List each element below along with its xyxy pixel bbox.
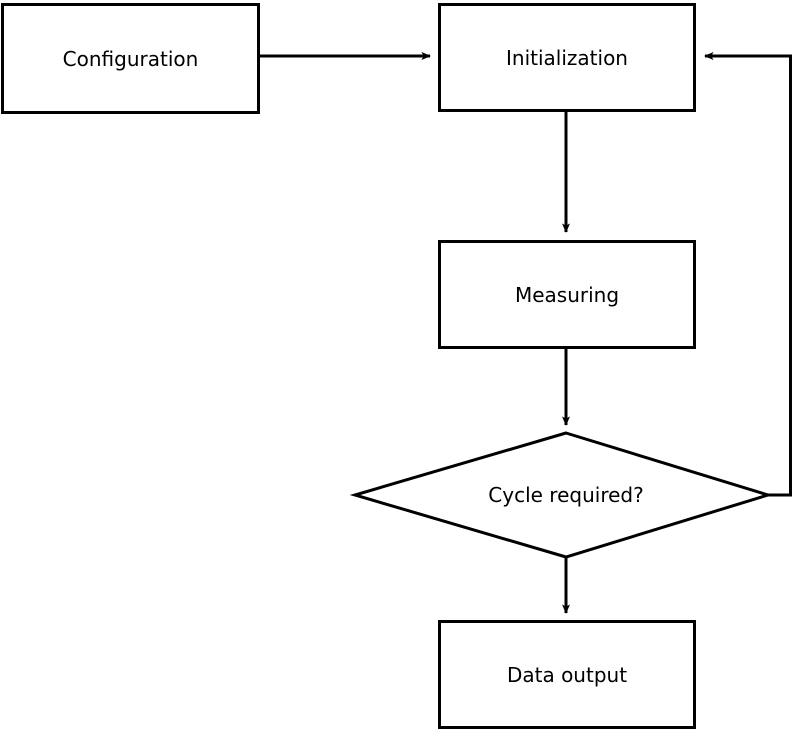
node-data-output-shape[interactable] [438,620,696,729]
edge-decision-init-feedback [704,52,792,497]
node-initialization-shape[interactable] [438,3,696,112]
node-measuring-shape[interactable] [438,240,696,349]
node-decision-shape[interactable] [349,431,774,559]
node-configuration-shape[interactable] [1,3,260,114]
